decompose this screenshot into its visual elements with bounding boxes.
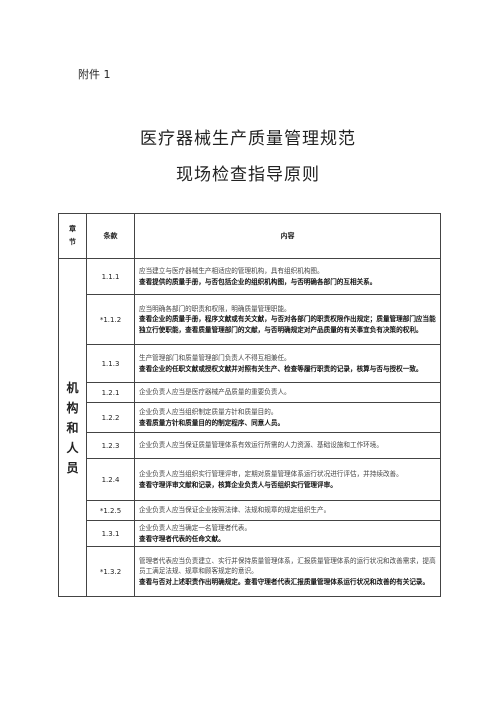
table-header-row: 章节 条款 内容 xyxy=(58,213,441,259)
requirement-text: 企业负责人应当确定一名管理者代表。 xyxy=(139,524,252,532)
requirement-text: 企业负责人应当组织实行管理评审，定期对质量管理体系运行状况进行评估，并持续改善。 xyxy=(139,470,403,478)
clause-number: 1.1.1 xyxy=(86,258,135,295)
check-method-text: 查看提供的质量手册，与否包括企业的组织机构图，与否明确各部门的互相关系。 xyxy=(139,277,377,286)
document-subtitle: 现场检查指导原则 xyxy=(176,165,320,185)
requirement-text: 企业负责人应当是医疗器械产品质量的重要负责人。 xyxy=(139,388,291,397)
header-chapter-text: 章节 xyxy=(69,225,76,246)
requirement-text: 企业负责人应当保证质量管理体系有效运行所需的人力资源、基础设施和工作环境。 xyxy=(139,441,383,450)
clause-content: 企业负责人应当组织实行管理评审，定期对质量管理体系运行状况进行评估，并持续改善。… xyxy=(134,458,441,501)
requirement-text: 应当明确各部门的职责和权限，明确质量管理职能。 xyxy=(139,304,291,313)
clause-number: 1.3.1 xyxy=(86,520,135,547)
clause-content: 企业负责人应当组织制定质量方针和质量目的。查看质量方针和质量目的的制定程序、同意… xyxy=(134,402,441,433)
table-row: *1.2.5 企业负责人应当保证企业按照法律、法规和规章的规定组织生产。 xyxy=(59,500,441,521)
header-chapter: 章节 xyxy=(58,213,87,259)
requirement-text: 企业负责人应当组织制定质量方针和质量目的。 xyxy=(139,408,278,416)
requirement-text: 企业负责人应当保证企业按照法律、法规和规章的规定组织生产。 xyxy=(139,506,331,515)
chapter-cell: 机构和人员 xyxy=(58,258,87,597)
clause-number: 1.2.3 xyxy=(86,432,135,459)
clause-number: 1.2.2 xyxy=(86,402,135,433)
check-method-text: 查看企业的任职文献或授权文献并对照有关生产、检查等履行职责的记录，核算与否与授权… xyxy=(139,364,423,373)
document-title: 医疗器械生产质量管理规范 xyxy=(140,129,356,149)
clause-content: 企业负责人应当确定一名管理者代表。查看守理者代表的任命文献。 xyxy=(134,520,441,547)
clause-number: *1.1.2 xyxy=(86,294,135,345)
attachment-label: 附件 1 xyxy=(78,68,111,81)
clause-content: 企业负责人应当保证企业按照法律、法规和规章的规定组织生产。 xyxy=(134,500,441,521)
check-method-text: 查看守理评审文献和记录，核算企业负责人与否组织实行管理评审。 xyxy=(139,480,337,489)
check-method-text: 查看守理者代表的任命文献。 xyxy=(139,534,225,543)
check-method-text: 查看企业的质量手册，程序文献或有关文献，与否对各部门的职责权限作出规定；质量管理… xyxy=(139,315,436,334)
requirement-text: 生产管理部门和质量管理部门负责人不得互相兼任。 xyxy=(139,354,291,362)
header-clause: 条款 xyxy=(86,213,135,259)
check-method-text: 查看与否对上述职责作出明确规定。查看守理者代表汇报质量管理体系运行状况和改善的有… xyxy=(139,577,430,586)
check-method-text: 查看质量方针和质量目的的制定程序、同意人员。 xyxy=(139,418,285,427)
table-row: 1.2.3 企业负责人应当保证质量管理体系有效运行所需的人力资源、基础设施和工作环… xyxy=(59,432,441,459)
table-row: 1.2.1 企业负责人应当是医疗器械产品质量的重要负责人。 xyxy=(59,382,441,403)
clause-content: 应当建立与医疗器械生产相适应的管理机构，具有组织机构图。查看提供的质量手册，与否… xyxy=(134,258,441,295)
requirement-text: 管理者代表应当负责建立、实行并保持质量管理体系，汇报质量管理体系的运行状况和改善… xyxy=(139,556,436,576)
requirement-text: 应当建立与医疗器械生产相适应的管理机构，具有组织机构图。 xyxy=(139,267,324,275)
clause-number: *1.3.2 xyxy=(86,546,135,597)
clause-content: 企业负责人应当保证质量管理体系有效运行所需的人力资源、基础设施和工作环境。 xyxy=(134,432,441,459)
clause-content: 企业负责人应当是医疗器械产品质量的重要负责人。 xyxy=(134,382,441,403)
clause-number: 1.1.3 xyxy=(86,344,135,383)
clause-number: 1.2.4 xyxy=(86,458,135,501)
clause-content: 管理者代表应当负责建立、实行并保持质量管理体系，汇报质量管理体系的运行状况和改善… xyxy=(134,546,441,597)
header-content: 内容 xyxy=(134,213,441,259)
clause-content: 应当明确各部门的职责和权限，明确质量管理职能。查看企业的质量手册，程序文献或有关… xyxy=(134,294,441,345)
clause-number: 1.2.1 xyxy=(86,382,135,403)
clause-content: 生产管理部门和质量管理部门负责人不得互相兼任。查看企业的任职文献或授权文献并对照… xyxy=(134,344,441,383)
clause-number: *1.2.5 xyxy=(86,500,135,521)
